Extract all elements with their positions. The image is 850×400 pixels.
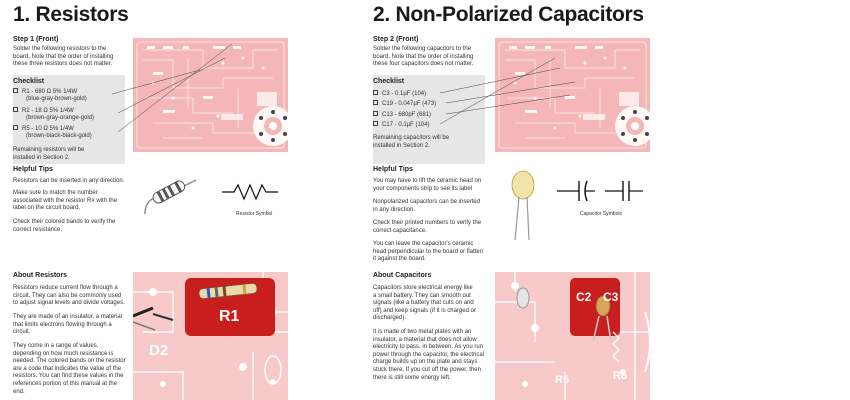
- pcb-photo-capacitor: C2 C3 R5 R6: [495, 272, 650, 400]
- pcb-photo-resistor: R1 D2: [133, 272, 288, 400]
- checklist-item-c19[interactable]: C19 - 0.047µF (473): [373, 100, 436, 108]
- checklist-box-2: [373, 75, 485, 164]
- ceramic-capacitor-illustration: [511, 170, 535, 241]
- checklist-item-c13[interactable]: C13 - 680pF (681): [373, 111, 431, 119]
- checklist-title-2: Checklist: [373, 78, 405, 85]
- photo-label-d2: D2: [149, 342, 169, 359]
- callout-lines-right: [439, 57, 576, 125]
- section-title-resistors: 1. Resistors: [13, 3, 129, 26]
- photo-label-r1: R1: [219, 308, 240, 325]
- step-title: Step 1 (Front): [13, 36, 59, 43]
- photo-label-r5: R5: [555, 374, 570, 386]
- resistor-symbol-label: Resistor Symbol: [236, 211, 273, 217]
- checkbox[interactable]: [13, 88, 18, 93]
- checkbox[interactable]: [13, 125, 18, 130]
- pcb-traces: [136, 41, 288, 149]
- about-title: About Resistors: [13, 272, 68, 279]
- tip-c-3: Check their printed numbers to verify th…: [373, 220, 482, 234]
- checklist-item-r5[interactable]: R5 - 10 Ω 5% 1/4W (brown-black-black-gol…: [13, 125, 92, 140]
- pcb-diagram-capacitors: [495, 38, 650, 152]
- photo-label-r6: R6: [613, 370, 628, 382]
- checklist-title: Checklist: [13, 78, 45, 85]
- about-para-2: They are made of an insulator, a materia…: [13, 314, 123, 336]
- checkbox[interactable]: [373, 90, 378, 95]
- step-title-2: Step 2 (Front): [373, 36, 419, 43]
- checkbox[interactable]: [373, 100, 378, 105]
- photo-label-c3: C3: [603, 290, 619, 304]
- capacitor-symbols-label: Capacitor Symbols: [580, 211, 622, 217]
- resistor-symbol: [222, 183, 278, 201]
- tip-1: Resistors can be inserted in any directi…: [13, 178, 125, 184]
- pcb-traces-2: [498, 41, 650, 149]
- checkbox[interactable]: [373, 121, 378, 126]
- tips-title: Helpful Tips: [13, 166, 53, 173]
- pcb-diagram-resistors: [133, 38, 288, 152]
- about-title-2: About Capacitors: [373, 272, 432, 279]
- checklist-item-r2[interactable]: R2 - 18 Ω 5% 1/4W (brown-gray-orange-gol…: [13, 107, 94, 122]
- tips-title-2: Helpful Tips: [373, 166, 413, 173]
- section-title-capacitors: 2. Non-Polarized Capacitors: [373, 3, 644, 26]
- checkbox[interactable]: [13, 107, 18, 112]
- checklist-box: [13, 75, 125, 164]
- capacitor-symbols: [557, 180, 643, 202]
- tip-c-1: You may have to lift the ceramic head on…: [373, 178, 482, 192]
- resistor-illustration: [144, 179, 197, 215]
- photo-traces: [133, 272, 288, 400]
- checklist-item-c3[interactable]: C3 - 0.1µF (104): [373, 90, 426, 98]
- photo-label-c2: C2: [576, 290, 592, 304]
- checkbox[interactable]: [373, 111, 378, 116]
- checklist-item-r1[interactable]: R1 - 680 Ω 5% 1/4W (blue-gray-brown-gold…: [13, 88, 87, 103]
- checklist-item-c17[interactable]: C17 - 0.1µF (104): [373, 121, 429, 129]
- photo-traces-2: [495, 272, 650, 400]
- about-para-3: They come in a range of values,depending…: [13, 343, 126, 395]
- callout-lines-left: [111, 43, 233, 133]
